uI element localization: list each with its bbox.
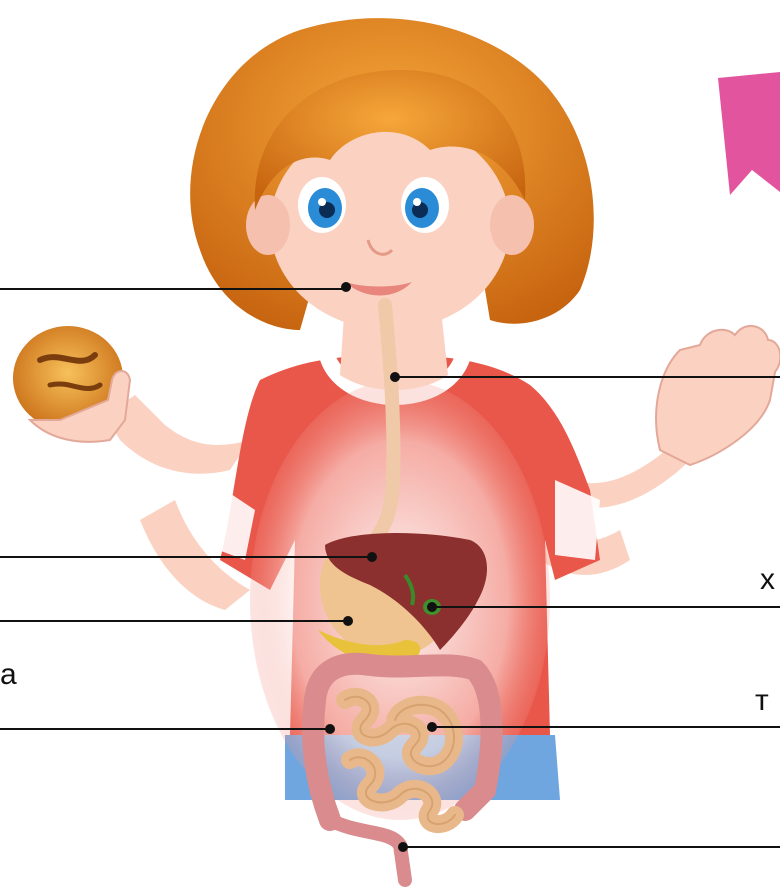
- label-fragment-right-top: х: [760, 565, 775, 595]
- leader-line-rectum: [398, 842, 780, 852]
- label-fragment-right-bottom: т: [755, 686, 769, 716]
- hand-right: [656, 326, 780, 465]
- label-fragment-left: а: [0, 660, 17, 690]
- bookmark-icon: [718, 72, 780, 195]
